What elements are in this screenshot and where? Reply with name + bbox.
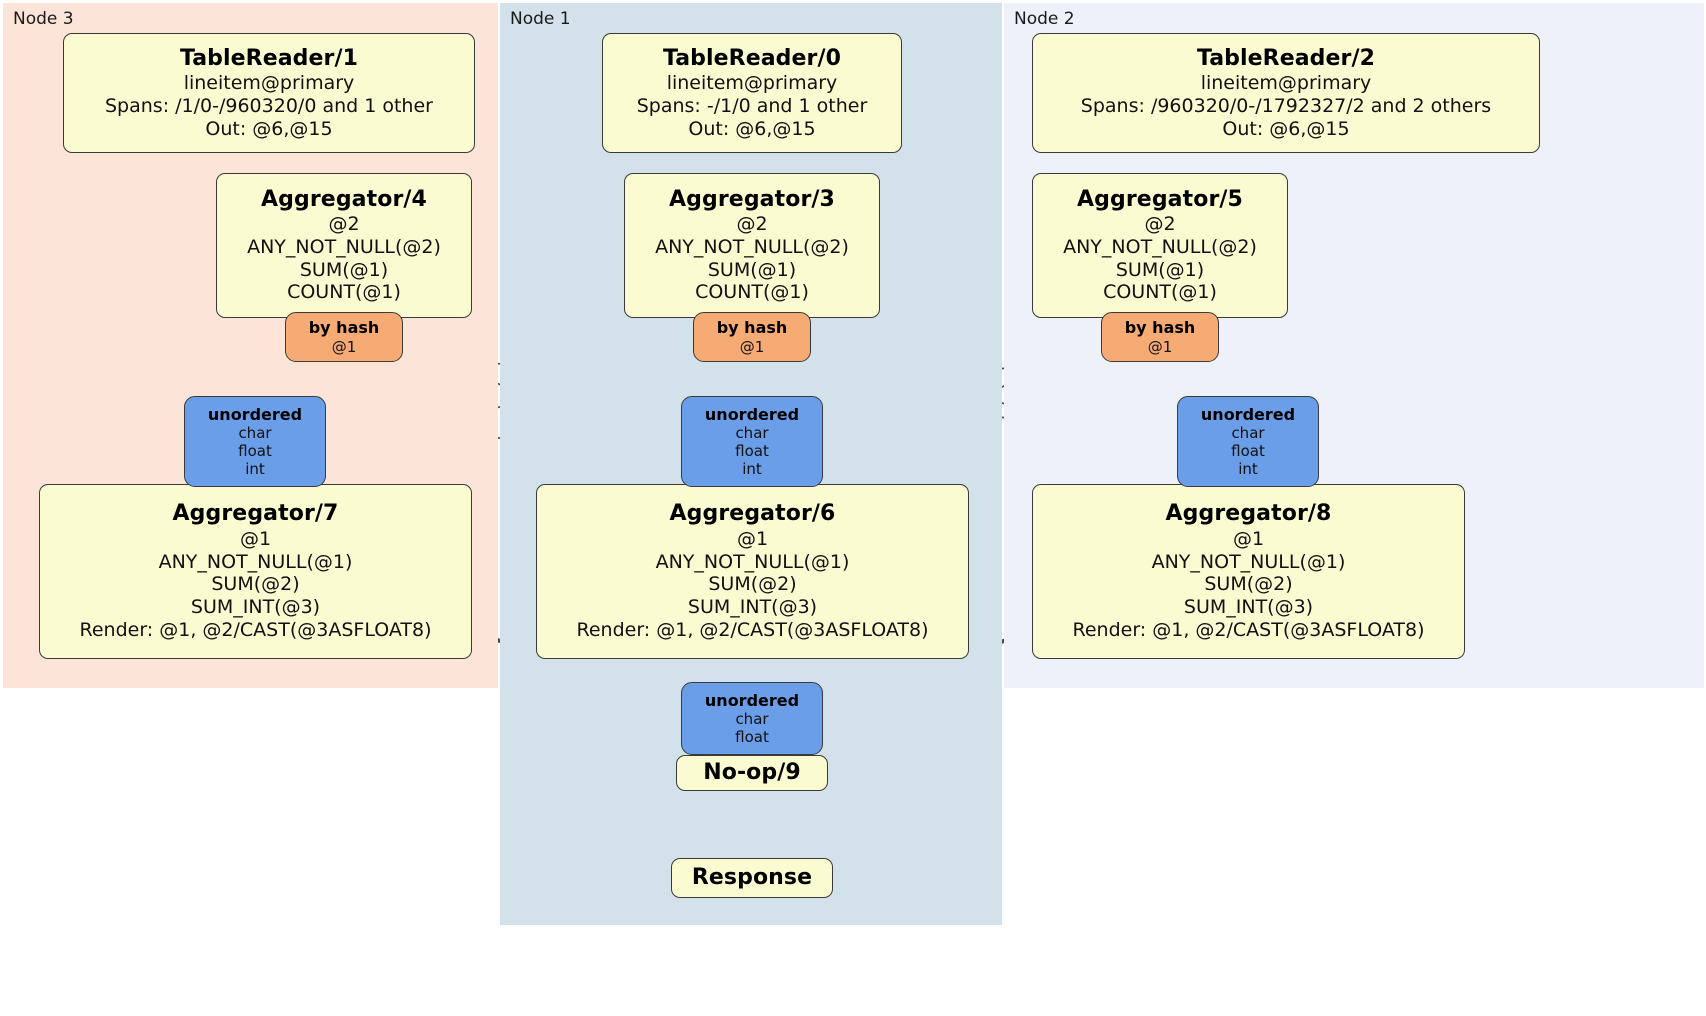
node-detail-line: @1 [239, 527, 272, 550]
node-detail-line: @1 [1232, 527, 1265, 550]
panel-node-1-label: Node 1 [510, 9, 571, 29]
router-detail-line: char [735, 710, 769, 729]
router-detail-line: float [238, 442, 272, 461]
router-title: unordered [704, 404, 800, 424]
node-table-reader-1[interactable]: TableReader/1 lineitem@primary Spans: /1… [63, 33, 475, 153]
panel-node-3-label: Node 3 [13, 9, 74, 29]
node-detail-line: Render: @1, @2/CAST(@3ASFLOAT8) [1072, 618, 1425, 641]
node-detail-line: ANY_NOT_NULL(@2) [247, 235, 441, 258]
node-title: Response [691, 864, 813, 890]
router-title: by hash [716, 318, 788, 338]
node-detail-line: lineitem@primary [1200, 72, 1372, 94]
node-table-reader-2[interactable]: TableReader/2 lineitem@primary Spans: /9… [1032, 33, 1540, 153]
node-title: Aggregator/3 [669, 186, 835, 212]
node-detail-line: @2 [1144, 213, 1176, 236]
node-aggregator-4[interactable]: Aggregator/4 @2 ANY_NOT_NULL(@2) SUM(@1)… [216, 173, 472, 318]
node-detail-line: COUNT(@1) [695, 281, 809, 304]
router-detail-line: int [742, 460, 762, 479]
node-title: Aggregator/7 [172, 501, 339, 527]
node-detail-line: SUM(@2) [708, 573, 797, 596]
node-detail-line: SUM_INT(@3) [190, 596, 321, 619]
node-title: Aggregator/8 [1165, 501, 1332, 527]
node-aggregator-7[interactable]: Aggregator/7 @1 ANY_NOT_NULL(@1) SUM(@2)… [39, 484, 472, 659]
node-detail-line: ANY_NOT_NULL(@2) [655, 235, 849, 258]
router-detail-line: char [1231, 424, 1265, 443]
node-detail-line: SUM(@1) [299, 258, 389, 281]
router-title: by hash [308, 318, 380, 338]
node-title: TableReader/2 [1196, 45, 1376, 71]
node-detail-line: @2 [328, 213, 360, 236]
node-detail-line: Out: @6,@15 [688, 117, 816, 140]
node-detail-line: ANY_NOT_NULL(@2) [1063, 235, 1257, 258]
router-title: unordered [1200, 404, 1296, 424]
node-detail-line: ANY_NOT_NULL(@1) [655, 550, 850, 573]
node-aggregator-3[interactable]: Aggregator/3 @2 ANY_NOT_NULL(@2) SUM(@1)… [624, 173, 880, 318]
router-unordered-center[interactable]: unordered char float int [681, 396, 823, 487]
node-detail-line: COUNT(@1) [1103, 281, 1217, 304]
router-detail-line: int [245, 460, 265, 479]
router-detail-line: float [735, 728, 769, 747]
node-detail-line: SUM(@1) [1115, 258, 1205, 281]
node-title: No-op/9 [703, 759, 801, 785]
node-detail-line: @1 [736, 527, 769, 550]
node-detail-line: @2 [736, 213, 768, 236]
node-detail-line: SUM(@1) [707, 258, 797, 281]
router-detail-line: char [238, 424, 272, 443]
node-detail-line: Spans: -/1/0 and 1 other [636, 94, 868, 117]
node-aggregator-5[interactable]: Aggregator/5 @2 ANY_NOT_NULL(@2) SUM(@1)… [1032, 173, 1288, 318]
panel-node-2-label: Node 2 [1014, 9, 1075, 29]
router-unordered-left[interactable]: unordered char float int [184, 396, 326, 487]
node-response[interactable]: Response [671, 858, 833, 898]
node-table-reader-0[interactable]: TableReader/0 lineitem@primary Spans: -/… [602, 33, 902, 153]
node-detail-line: lineitem@primary [183, 72, 355, 94]
node-title: Aggregator/4 [261, 186, 427, 212]
node-title: TableReader/0 [662, 45, 842, 71]
router-unordered-final[interactable]: unordered char float [681, 682, 823, 755]
node-detail-line: Spans: /960320/0-/1792327/2 and 2 others [1080, 94, 1492, 117]
node-detail-line: SUM(@2) [1204, 573, 1293, 596]
router-detail-line: char [735, 424, 769, 443]
node-aggregator-8[interactable]: Aggregator/8 @1 ANY_NOT_NULL(@1) SUM(@2)… [1032, 484, 1465, 659]
node-detail-line: COUNT(@1) [287, 281, 401, 304]
node-detail-line: ANY_NOT_NULL(@1) [158, 550, 353, 573]
node-title: Aggregator/6 [669, 501, 836, 527]
router-by-hash-right[interactable]: by hash @1 [1101, 312, 1219, 362]
router-by-hash-left[interactable]: by hash @1 [285, 312, 403, 362]
node-detail-line: lineitem@primary [666, 72, 838, 94]
router-detail-line: @1 [1147, 337, 1173, 356]
node-title: TableReader/1 [179, 45, 359, 71]
router-detail-line: float [1231, 442, 1265, 461]
node-detail-line: Out: @6,@15 [205, 117, 333, 140]
node-noop-9[interactable]: No-op/9 [676, 755, 828, 791]
router-unordered-right[interactable]: unordered char float int [1177, 396, 1319, 487]
node-title: Aggregator/5 [1077, 186, 1243, 212]
router-title: unordered [207, 404, 303, 424]
router-by-hash-center[interactable]: by hash @1 [693, 312, 811, 362]
node-detail-line: SUM_INT(@3) [687, 596, 818, 619]
node-detail-line: Spans: /1/0-/960320/0 and 1 other [105, 94, 433, 117]
router-detail-line: @1 [331, 337, 357, 356]
node-detail-line: Out: @6,@15 [1222, 117, 1350, 140]
node-detail-line: SUM(@2) [211, 573, 300, 596]
router-title: unordered [704, 690, 800, 710]
node-detail-line: Render: @1, @2/CAST(@3ASFLOAT8) [79, 618, 432, 641]
router-title: by hash [1124, 318, 1196, 338]
node-detail-line: SUM_INT(@3) [1183, 596, 1314, 619]
node-detail-line: Render: @1, @2/CAST(@3ASFLOAT8) [576, 618, 929, 641]
router-detail-line: float [735, 442, 769, 461]
node-detail-line: ANY_NOT_NULL(@1) [1151, 550, 1346, 573]
node-aggregator-6[interactable]: Aggregator/6 @1 ANY_NOT_NULL(@1) SUM(@2)… [536, 484, 969, 659]
router-detail-line: @1 [739, 337, 765, 356]
router-detail-line: int [1238, 460, 1258, 479]
